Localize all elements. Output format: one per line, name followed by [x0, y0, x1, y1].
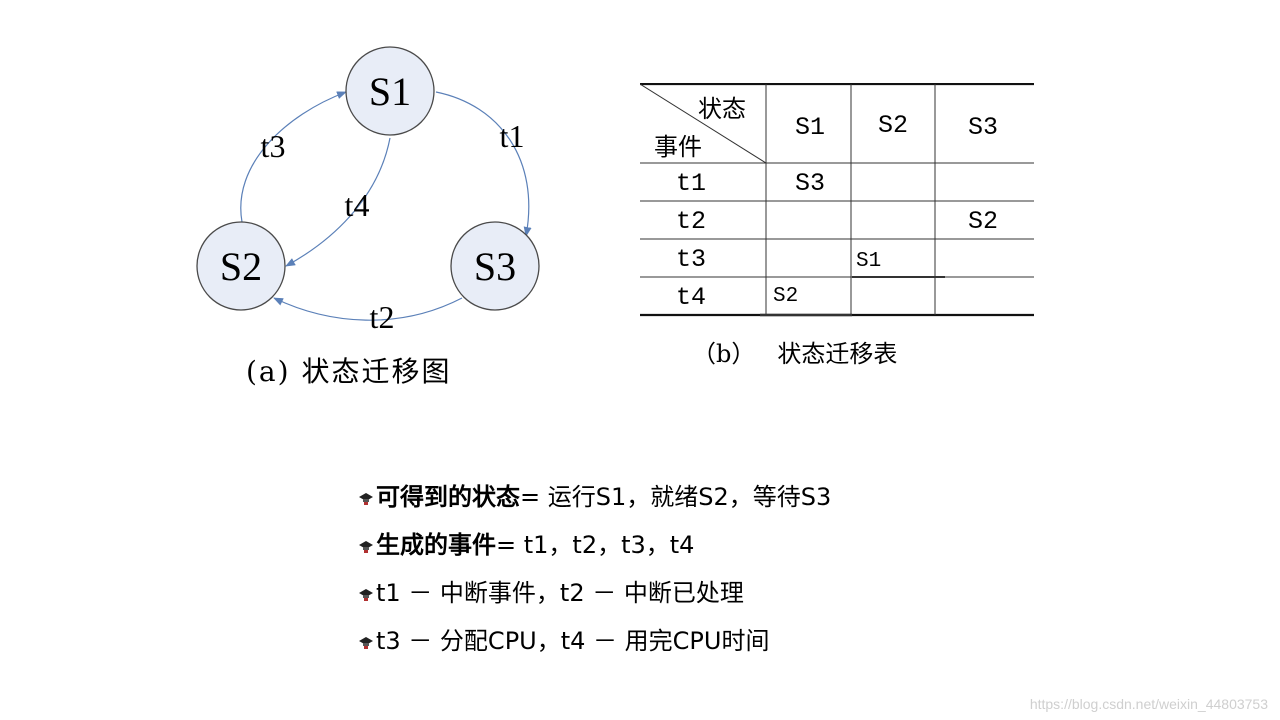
- node-s3-label: S3: [474, 244, 516, 289]
- bullet-term: 可得到的状态: [376, 482, 520, 511]
- edge-t1: [435, 91, 532, 237]
- bullet-text: t1 － 中断事件，t2 － 中断已处理: [376, 578, 744, 607]
- table-cell-t4-s1: S2: [773, 285, 799, 308]
- list-item: 生成的事件 = t1，t2，t3，t4: [358, 518, 831, 566]
- watermark: https://blog.csdn.net/weixin_44803753: [1029, 696, 1268, 712]
- node-s2-label: S2: [220, 244, 262, 289]
- table-grid: [640, 83, 1034, 317]
- edge-t3-label: t3: [261, 128, 286, 164]
- edge-t2: [273, 297, 463, 321]
- table-caption-tag: （b）: [692, 340, 756, 368]
- list-item: t1 － 中断事件，t2 － 中断已处理: [358, 566, 831, 614]
- table-row-event-t4: t4: [676, 283, 707, 312]
- table-col-header-s1: S1: [795, 113, 826, 142]
- graduation-cap-icon: [358, 581, 374, 601]
- diagram-caption: (a) 状态迁移图: [246, 355, 452, 388]
- table-col-header-s3: S3: [968, 113, 999, 142]
- node-s2: S2: [196, 221, 286, 311]
- graduation-cap-icon: [358, 533, 374, 553]
- graduation-cap-icon: [358, 629, 374, 649]
- table-cell-t1-s1: S3: [795, 169, 826, 198]
- table-caption-text: 状态迁移表: [777, 340, 898, 368]
- edge-t3: [240, 91, 347, 223]
- table-row-event-t1: t1: [676, 169, 707, 198]
- node-s3: S3: [450, 221, 540, 311]
- table-cell-t3-s2: S1: [856, 250, 882, 273]
- state-transition-table: 状态 事件 S1 S2 S3 t1 t2 t3 t4 S3 S2 S1 S2: [640, 83, 1035, 317]
- node-s1-label: S1: [369, 69, 411, 114]
- bullet-text: = 运行S1，就绪S2，等待S3: [520, 482, 832, 511]
- edge-t1-label: t1: [500, 118, 525, 154]
- edge-t4-label: t4: [345, 187, 370, 223]
- bullet-text: = t1，t2，t3，t4: [496, 530, 695, 559]
- bullet-text: t3 － 分配CPU，t4 － 用完CPU时间: [376, 626, 770, 655]
- edge-t2-label: t2: [370, 299, 395, 335]
- bullet-list: 可得到的状态 = 运行S1，就绪S2，等待S3 生成的事件 = t1，t2，t3…: [358, 470, 831, 662]
- state-transition-diagram: S1 S2 S3 t1 t2 t3 t4: [196, 46, 540, 335]
- node-s1: S1: [345, 46, 435, 136]
- table-caption: （b） 状态迁移表: [692, 334, 897, 369]
- table-col-header-s2: S2: [878, 111, 909, 140]
- graduation-cap-icon: [358, 485, 374, 505]
- table-row-event-t2: t2: [676, 207, 707, 236]
- table-corner-event-label: 事件: [654, 133, 702, 161]
- list-item: t3 － 分配CPU，t4 － 用完CPU时间: [358, 614, 831, 662]
- table-row-event-t3: t3: [676, 245, 707, 274]
- bullet-term: 生成的事件: [376, 530, 496, 559]
- table-corner-state-label: 状态: [698, 95, 746, 123]
- list-item: 可得到的状态 = 运行S1，就绪S2，等待S3: [358, 470, 831, 518]
- table-cell-t2-s3: S2: [968, 207, 999, 236]
- edge-t4: [285, 137, 391, 267]
